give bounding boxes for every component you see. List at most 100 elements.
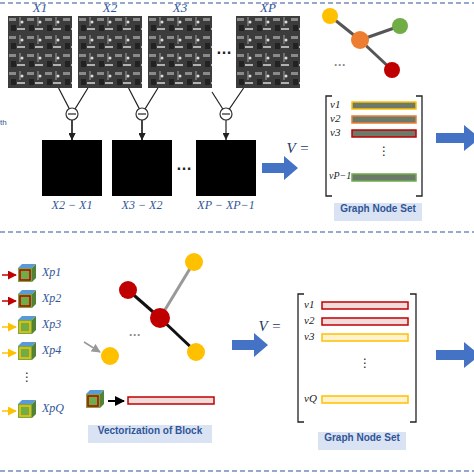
figure-label: vP−1 (329, 170, 351, 181)
graph-vertex (101, 347, 119, 365)
image-label: X3 (173, 0, 187, 16)
pointer-arrow (84, 342, 100, 352)
image-texture (148, 16, 212, 88)
figure-label: V = (287, 140, 310, 157)
difference-image: XP − XP−1 (196, 140, 256, 196)
caption-box: Graph Node Set (318, 432, 406, 450)
block-arrow (436, 125, 474, 151)
box-label: Graph Node Set (318, 432, 406, 450)
graph-vertex (119, 281, 137, 299)
input-arrow (2, 410, 16, 412)
subtract-symbol (222, 113, 230, 114)
input-image: X3 (148, 16, 212, 88)
image-label: XP − XP−1 (197, 198, 254, 213)
image-label: X2 − X1 (52, 198, 93, 213)
pixel-block (86, 390, 104, 408)
figure-label: v1 (330, 98, 340, 110)
pixel-block (18, 264, 36, 282)
figure-label: v2 (304, 314, 314, 326)
block-arrow (232, 333, 268, 357)
matrix-bracket (298, 294, 304, 422)
pixel-block (18, 342, 36, 360)
graph-vertex (351, 31, 369, 49)
figure-label: ⋮ (359, 356, 371, 370)
block-arrow (436, 342, 474, 368)
image-label: X2 (103, 0, 117, 16)
image-label: XP (260, 0, 276, 16)
panel-border (0, 231, 474, 232)
matrix-bracket (410, 294, 416, 422)
caption-box: Vectorization of Block (88, 425, 212, 443)
block-face (20, 406, 30, 416)
difference-image: X3 − X2 (112, 140, 172, 196)
figure-label: Xp4 (42, 343, 61, 358)
caption-box: Graph Node Set (334, 203, 422, 221)
figure-label: Xp2 (42, 291, 61, 306)
image-texture (78, 16, 142, 88)
box-label: Graph Node Set (334, 203, 422, 221)
figure-label: vQ (304, 392, 317, 404)
subtract-symbol (220, 108, 232, 120)
block-face (20, 322, 30, 332)
block-arrow (262, 156, 298, 180)
image-texture (148, 16, 212, 88)
panel-border (0, 470, 474, 471)
block-face (20, 348, 30, 358)
subtract-symbol (136, 108, 148, 120)
matrix-bracket (326, 96, 332, 196)
image-texture (8, 16, 72, 88)
input-arrow (2, 326, 16, 328)
figure-label: ··· (334, 58, 346, 72)
figure-label: th (0, 118, 7, 127)
feature-vector (352, 102, 416, 109)
block-face (20, 270, 30, 280)
figure-label: v3 (304, 330, 314, 342)
feature-vector (352, 174, 416, 181)
pixel-block (18, 290, 36, 308)
figure-label: Xp3 (42, 317, 61, 332)
vectorize-arrow (108, 400, 124, 402)
block-face (88, 396, 98, 406)
difference-image: X2 − X1 (42, 140, 102, 196)
input-image: X2 (78, 16, 142, 88)
figure-label: v1 (304, 298, 314, 310)
pixel-block (18, 316, 36, 334)
input-arrow (2, 352, 16, 354)
input-image: XP (236, 16, 300, 88)
figure-label: … (176, 156, 192, 174)
matrix-bracket (416, 96, 422, 196)
graph-vertex (392, 18, 408, 34)
graph-vertex (322, 8, 338, 24)
subtract-symbol (68, 113, 76, 114)
figure-label: v2 (330, 112, 340, 124)
input-image: X1 (8, 16, 72, 88)
image-texture (78, 16, 142, 88)
figure-label: Xp1 (42, 265, 61, 280)
graph-vertex (384, 62, 400, 78)
graph-vertex (150, 308, 170, 328)
figure-label: … (216, 40, 232, 58)
input-arrow (2, 274, 16, 276)
subtract-symbol (66, 108, 78, 120)
box-label: Vectorization of Block (88, 425, 212, 443)
block-face (20, 296, 30, 306)
figure-label: ⋮ (21, 370, 33, 384)
input-arrow (2, 300, 16, 302)
feature-vector (352, 116, 416, 123)
image-texture (8, 16, 72, 88)
feature-vector (128, 397, 214, 404)
figure-label: ⋮ (378, 144, 390, 158)
graph-vertex (187, 343, 205, 361)
figure-label: v3 (330, 126, 340, 138)
figure-label: V = (259, 318, 282, 335)
feature-vector (322, 334, 408, 341)
image-texture (236, 16, 300, 88)
figure-label: XpQ (42, 401, 64, 416)
feature-vector (322, 302, 408, 309)
image-label: X3 − X2 (122, 198, 163, 213)
graph-vertex (185, 253, 203, 271)
feature-vector (322, 396, 408, 403)
image-label: X1 (33, 0, 47, 16)
